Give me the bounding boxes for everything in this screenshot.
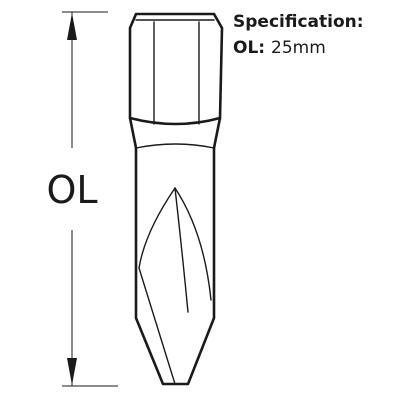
specification-title: Specification: (233, 12, 364, 32)
neck-curve (135, 143, 215, 149)
bit-neck (128, 116, 222, 150)
phillips-flute-inner (174, 187, 189, 313)
dimension-label-ol: OL (46, 168, 97, 212)
bit-detail-lines (135, 19, 215, 385)
spec-value-ol: 25mm (271, 38, 326, 58)
spec-row-ol: OL: 25mm (233, 35, 398, 61)
dimension-arrow-up (67, 13, 77, 40)
dimension-arrow-down (67, 358, 77, 385)
phillips-flute (138, 187, 212, 385)
specification-panel: Specification: OL: 25mm (233, 9, 398, 61)
hex-shank (128, 12, 224, 126)
overall-length-dimension (62, 11, 118, 387)
spec-key-ol: OL: (233, 38, 272, 58)
bit-shaft (134, 146, 216, 386)
